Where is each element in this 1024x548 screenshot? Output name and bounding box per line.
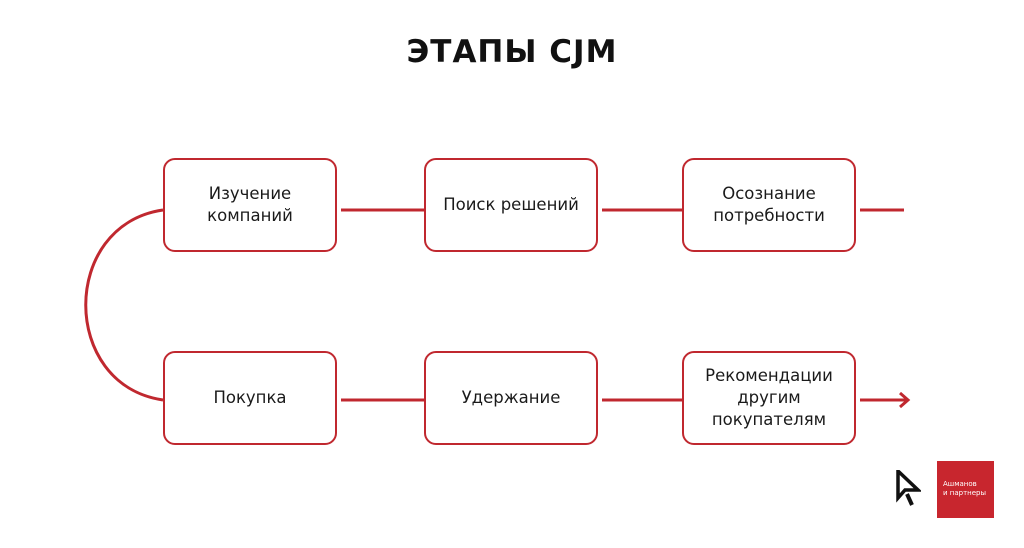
- cursor-logo-icon: [896, 470, 921, 506]
- stage-purchase: Покупка: [163, 351, 337, 445]
- company-logo: Ашманов и партнеры: [937, 461, 994, 518]
- logo-line2: и партнеры: [943, 489, 987, 497]
- stage-retention: Удержание: [424, 351, 598, 445]
- stage-recommendation: Рекомендации другим покупателям: [682, 351, 856, 445]
- page-title: ЭТАПЫ CJM: [406, 34, 618, 70]
- stage-search: Поиск решений: [424, 158, 598, 252]
- stage-awareness: Осознание потребности: [682, 158, 856, 252]
- arrow-head-icon: [899, 391, 911, 409]
- stage-research: Изучение компаний: [163, 158, 337, 252]
- connector-arc: [84, 208, 164, 402]
- logo-line1: Ашманов: [943, 480, 977, 488]
